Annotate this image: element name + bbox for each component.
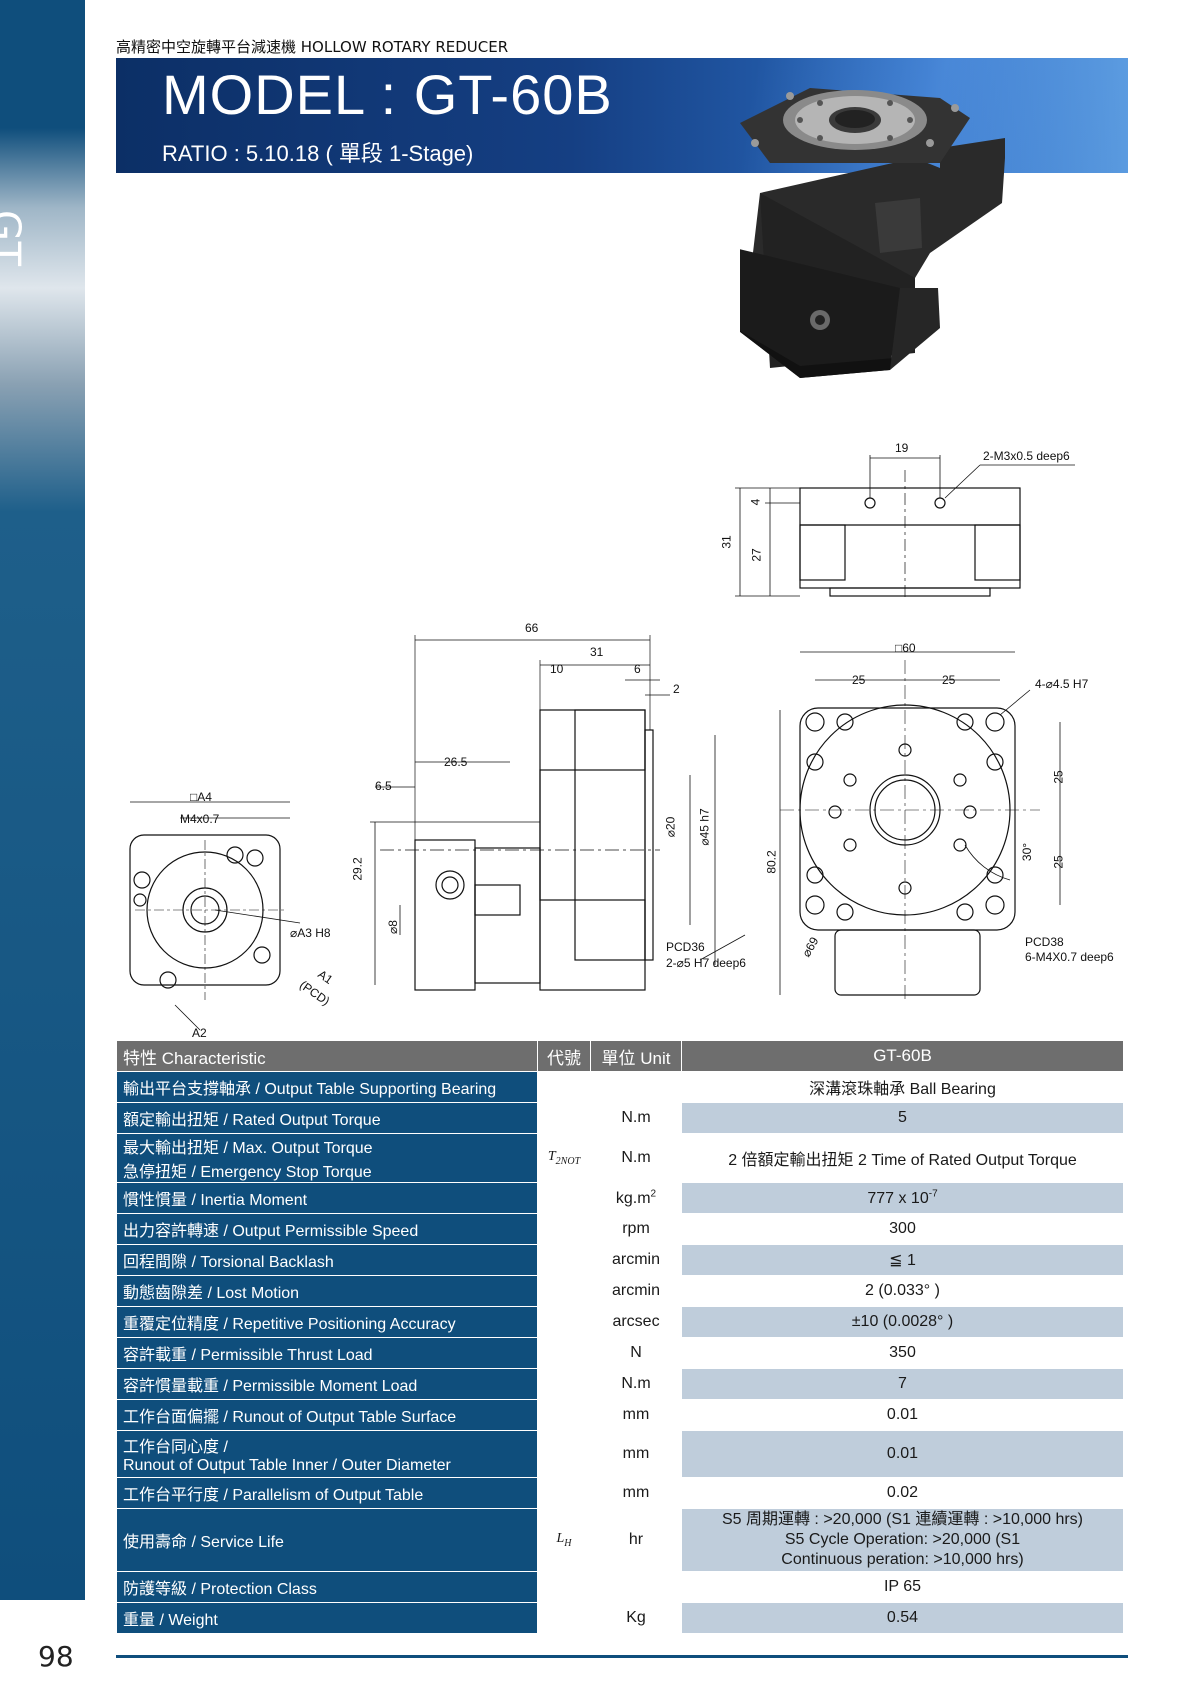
- table-row: 回程間隙 / Torsional Backlash arcmin ≦ 1: [116, 1244, 1124, 1276]
- dim-mount-holes: 4-⌀4.5 H7: [1035, 677, 1089, 691]
- bottom-rule: [116, 1655, 1128, 1658]
- dim-m4: M4x0.7: [180, 812, 220, 826]
- dim-80-2: 80.2: [764, 850, 779, 874]
- dim-a3: ⌀A3 H8: [290, 926, 331, 940]
- table-row: 容許慣量載重 / Permissible Moment Load N.m 7: [116, 1368, 1124, 1400]
- product-image: [740, 88, 1005, 378]
- inertia-value: 777 x 10-7: [867, 1188, 938, 1207]
- header-model: GT-60B: [681, 1040, 1124, 1072]
- dim-66: 66: [525, 621, 539, 635]
- dim-19: 19: [895, 441, 909, 455]
- header-code: 代號: [537, 1040, 591, 1072]
- dim-pin-holes: 2-⌀5 H7 deep6: [666, 956, 746, 970]
- dim-phi45: ⌀45 h7: [697, 808, 712, 846]
- dim-25-lower: 25: [1051, 855, 1066, 869]
- dim-a4: □A4: [190, 790, 212, 804]
- ratio-text: RATIO : 5.10.18 ( 單段 1-Stage): [162, 141, 474, 166]
- dim-pcd36: PCD36: [666, 940, 705, 954]
- dim-6-5: 6.5: [375, 779, 392, 793]
- dim-31: 31: [590, 645, 604, 659]
- dim-10: 10: [550, 662, 564, 676]
- dim-31-height: 31: [719, 535, 734, 549]
- side-bar: GT: [0, 0, 85, 1600]
- table-row: 動態齒隙差 / Lost Motion arcmin 2 (0.033° ): [116, 1275, 1124, 1307]
- dim-tap-holes-6: 6-M4X0.7 deep6: [1025, 950, 1114, 964]
- dim-a2: A2: [192, 1026, 207, 1040]
- dim-2: 2: [673, 682, 680, 696]
- table-row: 輸出平台支撐軸承 / Output Table Supporting Beari…: [116, 1071, 1124, 1103]
- dim-6: 6: [634, 662, 641, 676]
- code-lh: LH: [556, 1531, 572, 1549]
- dim-26-5: 26.5: [444, 755, 468, 769]
- dim-27: 27: [749, 548, 764, 562]
- header-unit: 單位 Unit: [590, 1040, 682, 1072]
- table-row: 額定輸出扭矩 / Rated Output Torque N.m 5: [116, 1102, 1124, 1134]
- dim-phi20: ⌀20: [663, 816, 678, 838]
- dim-phi69: ⌀69: [799, 934, 822, 960]
- table-row: 重量 / Weight Kg 0.54: [116, 1602, 1124, 1634]
- dim-25-upper: 25: [1051, 770, 1066, 784]
- dim-tap-holes: 2-M3x0.5 deep6: [983, 449, 1070, 463]
- table-row: 使用壽命 / Service Life LH hr S5 周期運轉 : >20,…: [116, 1508, 1124, 1572]
- table-row: 工作台面偏擺 / Runout of Output Table Surface …: [116, 1399, 1124, 1431]
- dim-30-deg: 30°: [1020, 842, 1035, 862]
- header-characteristic: 特性 Characteristic: [116, 1040, 538, 1072]
- page-number: 98: [38, 1640, 74, 1673]
- table-row: 出力容許轉速 / Output Permissible Speed rpm 30…: [116, 1213, 1124, 1245]
- table-row: 容許載重 / Permissible Thrust Load N 350: [116, 1337, 1124, 1369]
- table-row: 重覆定位精度 / Repetitive Positioning Accuracy…: [116, 1306, 1124, 1338]
- spec-table: 特性 Characteristic 代號 單位 Unit GT-60B 輸出平台…: [116, 1040, 1124, 1634]
- dim-phi8: ⌀8: [385, 920, 400, 934]
- dim-29-2: 29.2: [350, 857, 365, 881]
- dim-25-left: 25: [852, 673, 866, 687]
- dim-a1: A1: [315, 967, 336, 987]
- section-tab-label: GT: [0, 210, 28, 269]
- dim-4: 4: [748, 498, 763, 506]
- dim-pcd38: PCD38: [1025, 935, 1064, 949]
- table-row: 工作台平行度 / Parallelism of Output Table mm …: [116, 1477, 1124, 1509]
- dim-25-right: 25: [942, 673, 956, 687]
- table-row: 慣性慣量 / Inertia Moment kg.m2 777 x 10-7: [116, 1182, 1124, 1214]
- unit-kgm2: kg.m2: [615, 1188, 657, 1207]
- table-row: 防護等級 / Protection Class IP 65: [116, 1571, 1124, 1603]
- table-row: 工作台同心度 /Runout of Output Table Inner / O…: [116, 1430, 1124, 1478]
- top-caption: 高精密中空旋轉平台減速機 HOLLOW ROTARY REDUCER: [116, 38, 509, 56]
- model-title: MODEL : GT-60B: [162, 63, 613, 126]
- dim-sq60: □60: [895, 641, 916, 655]
- table-header: 特性 Characteristic 代號 單位 Unit GT-60B: [116, 1040, 1124, 1072]
- code-t2not: T2NOT: [547, 1149, 581, 1167]
